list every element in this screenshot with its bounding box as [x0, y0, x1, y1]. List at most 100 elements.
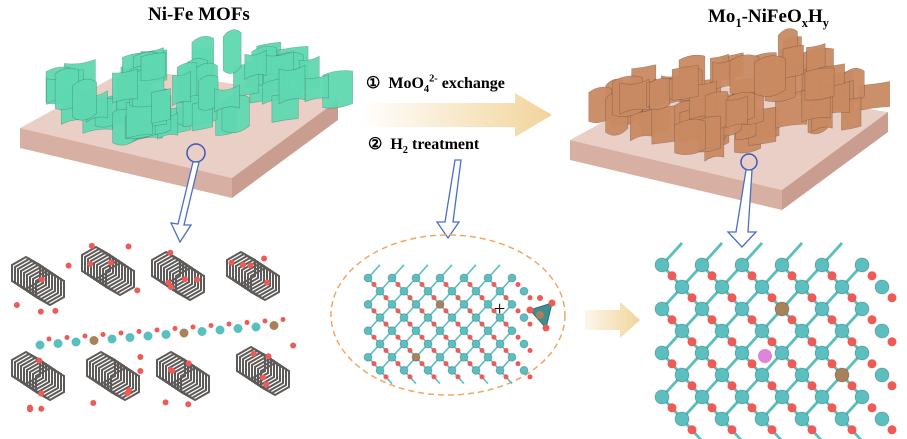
- oxygen-atom: [887, 381, 897, 391]
- benzene-ring: [166, 260, 196, 296]
- oxygen-atom: [250, 350, 257, 357]
- oxygen-atom: [807, 425, 817, 435]
- metal-atom: [269, 321, 279, 330]
- oxygen-atom: [687, 293, 697, 303]
- metal-atom: [674, 367, 690, 383]
- t-mid2: H: [807, 6, 823, 27]
- result-arrow: [585, 302, 640, 338]
- oxygen-atom: [491, 361, 497, 367]
- oxygen-atom: [667, 271, 677, 281]
- title-ni-fe-mofs: Ni-Fe MOFs: [148, 4, 250, 25]
- oxygen-atom: [280, 317, 286, 322]
- metal-atom: [874, 279, 890, 295]
- metal-atom: [399, 286, 409, 296]
- oxygen-atom: [527, 347, 533, 353]
- title-mo1-nifeoxhy: Mo1-NiFeOxHy: [708, 6, 829, 31]
- benzene-ring: [81, 245, 111, 281]
- benzene-ring: [23, 263, 53, 299]
- metal-atom: [834, 279, 850, 295]
- oxygen-atom: [136, 329, 142, 334]
- oxygen-atom: [787, 315, 797, 325]
- step1-sup: 2-: [429, 73, 438, 85]
- hollow-arrow-middle: [435, 159, 462, 240]
- metal-atom: [495, 313, 505, 323]
- oxygen-atom: [185, 360, 192, 367]
- metal-atom: [774, 257, 790, 273]
- oxygen-atom: [827, 271, 837, 281]
- metal-atom: [674, 323, 690, 339]
- metal-atom: [89, 336, 99, 345]
- oxygen-atom: [239, 261, 246, 268]
- benzene-ring: [171, 360, 201, 396]
- oxygen-atom: [479, 374, 485, 380]
- oxygen-atom: [383, 321, 389, 327]
- metal-atom: [654, 345, 670, 361]
- metal-atom: [834, 323, 850, 339]
- metal-atom: [447, 286, 457, 296]
- metal-atom: [375, 286, 385, 296]
- oxygen-atom: [419, 281, 425, 287]
- oxygen-atom: [90, 400, 97, 407]
- oxygen-atom: [36, 357, 43, 364]
- metal-atom: [794, 411, 810, 427]
- oxygen-atom: [515, 361, 521, 367]
- oxygen-atom: [827, 359, 837, 369]
- metal-atom: [507, 273, 517, 283]
- benzene-ring: [226, 250, 256, 286]
- metal-atom: [423, 313, 433, 323]
- metal-atom: [674, 411, 690, 427]
- oxygen-atom: [467, 308, 473, 314]
- metal-atom: [375, 339, 385, 349]
- metal-atom: [363, 273, 373, 283]
- benzene-ring: [168, 358, 198, 394]
- metal-atom: [483, 326, 493, 336]
- step2-sub: 2: [402, 145, 408, 157]
- metal-atom: [814, 301, 830, 317]
- metal-atom: [233, 324, 243, 333]
- oxygen-atom: [100, 332, 106, 337]
- oxygen-atom: [407, 374, 413, 380]
- oxygen-atom: [827, 315, 837, 325]
- oxygen-atom: [747, 271, 757, 281]
- oxygen-atom: [419, 361, 425, 367]
- oxygen-atom: [443, 281, 449, 287]
- oxygen-atom: [867, 315, 877, 325]
- dashed-ellipse: [330, 234, 566, 396]
- oxygen-atom: [847, 381, 857, 391]
- oxygen-atom: [455, 321, 461, 327]
- benzene-ring: [92, 354, 122, 390]
- metal-atom: [251, 322, 261, 332]
- oxygen-atom: [767, 425, 777, 435]
- oxygen-atom: [261, 255, 268, 262]
- nanosheet: [172, 70, 191, 107]
- oxygen-atom: [707, 403, 717, 413]
- oxygen-atom: [727, 337, 737, 347]
- oxygen-atom: [455, 374, 461, 380]
- benzene-ring: [35, 366, 65, 402]
- oxygen-atom: [247, 262, 254, 269]
- oxygen-atom: [431, 295, 437, 301]
- oxygen-atom: [807, 337, 817, 347]
- benzene-ring: [244, 262, 274, 298]
- oxygen-atom: [226, 321, 232, 327]
- oxygen-atom: [371, 334, 377, 340]
- t-sub2: x: [801, 15, 808, 30]
- metal-atom: [874, 411, 890, 427]
- nanosheet: [754, 55, 786, 97]
- metal-atom: [363, 299, 373, 309]
- benzene-ring: [159, 352, 189, 388]
- metal-atom: [794, 279, 810, 295]
- nanosheet: [725, 95, 748, 129]
- mo-atom: [411, 352, 421, 362]
- hydrogen-highlight: [758, 349, 772, 363]
- oxygen-atom: [87, 261, 94, 268]
- metal-atom: [814, 257, 830, 273]
- nanosheet: [804, 67, 835, 101]
- oxygen-atom: [707, 271, 717, 281]
- hollow-arrow-left: [169, 161, 200, 244]
- metal-atom: [774, 345, 790, 361]
- oxygen-atom: [190, 324, 196, 330]
- benzene-ring: [17, 354, 47, 390]
- benzene-ring: [93, 253, 123, 289]
